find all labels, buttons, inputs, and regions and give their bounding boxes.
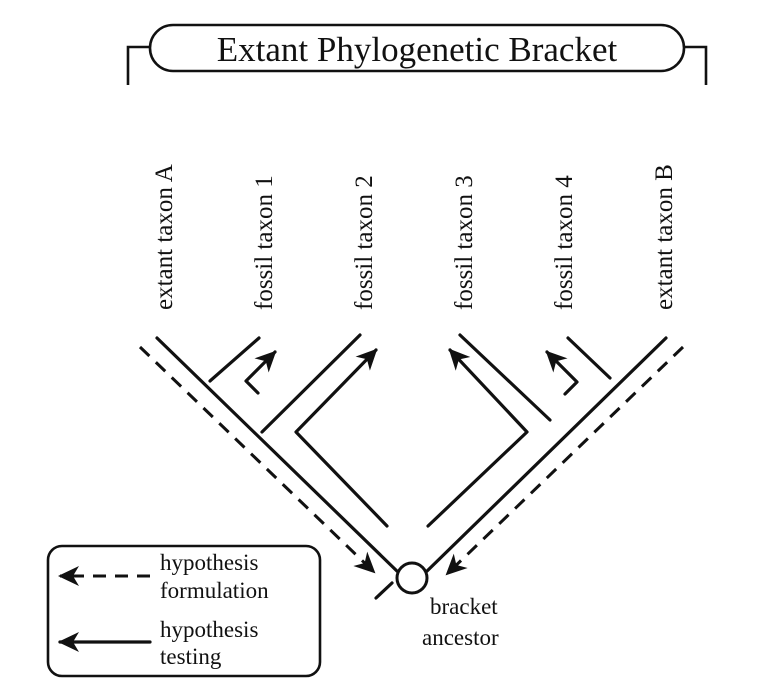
legend-formulation-line2: formulation (160, 578, 269, 603)
legend-testing-line1: hypothesis (160, 617, 258, 642)
ancestor-label-line2: ancestor (422, 625, 499, 650)
testing-arrow-fossil-3 (426, 348, 529, 528)
legend: hypothesis formulation hypothesis testin… (46, 544, 322, 678)
branch-fossil-2 (260, 333, 362, 434)
taxon-label-fossil-3: fossil taxon 3 (451, 175, 478, 310)
hypothesis-testing-arrows (244, 348, 579, 528)
diagram-title: Extant Phylogenetic Bracket (217, 30, 618, 69)
testing-arrow-fossil-1 (244, 350, 277, 395)
ancestor-stem (374, 581, 394, 600)
taxon-label-extant-b: extant taxon B (651, 164, 678, 310)
ancestor-label-line1: bracket (430, 594, 498, 619)
branch-fossil-3 (458, 333, 552, 422)
branch-fossil-4 (566, 336, 612, 380)
hypothesis-formulation-arrows (138, 345, 685, 576)
taxon-label-fossil-1: fossil taxon 1 (251, 175, 278, 310)
legend-box (46, 544, 322, 678)
title-bracket-left-arm (126, 45, 150, 85)
title-box (148, 23, 686, 73)
taxon-label-fossil-4: fossil taxon 4 (551, 175, 578, 310)
bracket-ancestor-label: bracket ancestor (422, 594, 499, 650)
phylogenetic-tree (155, 333, 668, 600)
title-bracket-right-arm (684, 45, 708, 85)
testing-arrow-fossil-4 (545, 350, 579, 396)
taxon-label-fossil-2: fossil taxon 2 (351, 175, 378, 310)
taxon-labels: extant taxon A fossil taxon 1 fossil tax… (151, 164, 678, 310)
formulation-arrow-left (138, 345, 376, 574)
bracket-ancestor-node (395, 561, 429, 595)
legend-testing-line2: testing (160, 644, 222, 669)
legend-formulation-line1: hypothesis (160, 550, 258, 575)
taxon-label-extant-a: extant taxon A (151, 164, 178, 310)
formulation-arrow-right (445, 345, 685, 576)
branch-fossil-1 (208, 336, 261, 383)
branch-extant-b (422, 336, 668, 576)
title-bracket: Extant Phylogenetic Bracket (126, 23, 708, 85)
testing-arrow-fossil-2 (294, 348, 389, 528)
branch-extant-a (155, 336, 402, 576)
